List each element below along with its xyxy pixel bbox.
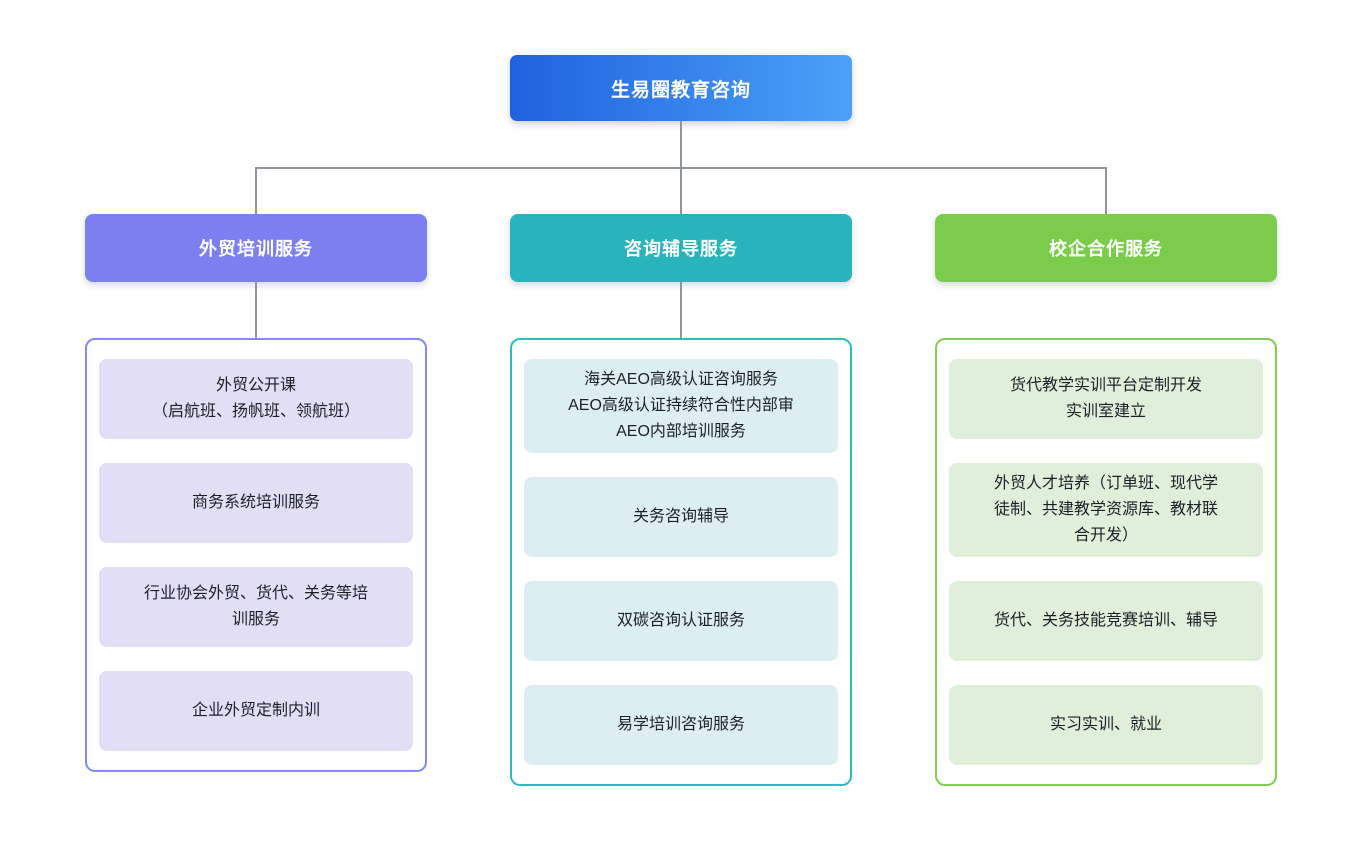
branch-item-2-0-line-0: 货代教学实训平台定制开发 bbox=[1009, 377, 1202, 394]
branch-item-2-1-line-0: 外贸人才培养（订单班、现代学 bbox=[993, 475, 1218, 492]
branch-item-1-1-line-0: 关务咨询辅导 bbox=[632, 508, 729, 525]
branch-header-1: 咨询辅导服务 bbox=[510, 214, 852, 282]
branch-item-2-0: 货代教学实训平台定制开发实训室建立 bbox=[949, 359, 1263, 439]
connector-branch-2-vertical bbox=[1105, 167, 1107, 214]
branch-header-1-label: 咨询辅导服务 bbox=[624, 239, 738, 259]
branch-container-0: 外贸公开课 （启航班、扬帆班、领航班） 商务系统培训服务行业协会外贸、货代、关务等培… bbox=[85, 338, 427, 772]
branch-item-2-2: 货代、关务技能竞赛培训、辅导 bbox=[949, 581, 1263, 661]
root-node-label: 生易圈教育咨询 bbox=[610, 79, 751, 101]
branch-item-0-3: 企业外贸定制内训 bbox=[99, 671, 413, 751]
root-node: 生易圈教育咨询 bbox=[510, 55, 852, 121]
branch-item-2-1: 外贸人才培养（订单班、现代学徒制、共建教学资源库、教材联合开发） bbox=[949, 463, 1263, 557]
branch-item-0-2-line-1: 训服务 bbox=[231, 611, 280, 628]
connector-branch-1-to-container bbox=[680, 282, 682, 338]
branch-item-1-2: 双碳咨询认证服务 bbox=[524, 581, 838, 661]
branch-item-2-0-line-1: 实训室建立 bbox=[1065, 403, 1146, 420]
branch-item-0-1: 商务系统培训服务 bbox=[99, 463, 413, 543]
branch-item-1-0-line-1: AEO高级认证持续符合性内部审 bbox=[568, 397, 794, 414]
branch-header-0: 外贸培训服务 bbox=[85, 214, 427, 282]
connector-branch-0-vertical bbox=[255, 167, 257, 214]
branch-header-2-label: 校企合作服务 bbox=[1049, 239, 1163, 259]
branch-container-1: 海关AEO高级认证咨询服务 AEO高级认证持续符合性内部审 AEO内部培训服务关务咨… bbox=[510, 338, 852, 786]
branch-item-0-0: 外贸公开课 （启航班、扬帆班、领航班） bbox=[99, 359, 413, 439]
branch-item-2-3-line-0: 实习实训、就业 bbox=[1049, 716, 1162, 733]
branch-item-1-1: 关务咨询辅导 bbox=[524, 477, 838, 557]
branch-item-1-2-line-0: 双碳咨询认证服务 bbox=[616, 612, 745, 629]
branch-item-1-0-line-2: AEO内部培训服务 bbox=[616, 423, 746, 440]
branch-item-0-0-line-1: （启航班、扬帆班、领航班） bbox=[151, 403, 360, 420]
branch-item-1-3-line-0: 易学培训咨询服务 bbox=[616, 716, 745, 733]
branch-item-0-1-line-0: 商务系统培训服务 bbox=[191, 494, 320, 511]
branch-header-2: 校企合作服务 bbox=[935, 214, 1277, 282]
branch-container-2: 货代教学实训平台定制开发实训室建立外贸人才培养（订单班、现代学徒制、共建教学资源… bbox=[935, 338, 1277, 786]
branch-item-0-2-line-0: 行业协会外贸、货代、关务等培 bbox=[143, 585, 368, 602]
branch-item-0-0-line-0: 外贸公开课 bbox=[215, 377, 296, 394]
connector-branch-0-to-container bbox=[255, 282, 257, 338]
connector-root-vertical bbox=[680, 121, 682, 168]
branch-item-0-3-line-0: 企业外贸定制内训 bbox=[191, 702, 320, 719]
branch-item-2-3: 实习实训、就业 bbox=[949, 685, 1263, 765]
branch-item-2-1-line-1: 徒制、共建教学资源库、教材联 bbox=[993, 501, 1218, 518]
branch-item-1-3: 易学培训咨询服务 bbox=[524, 685, 838, 765]
connector-branch-1-vertical bbox=[680, 167, 682, 214]
branch-item-1-0: 海关AEO高级认证咨询服务 AEO高级认证持续符合性内部审 AEO内部培训服务 bbox=[524, 359, 838, 453]
branch-header-0-label: 外贸培训服务 bbox=[199, 239, 313, 259]
branch-item-0-2: 行业协会外贸、货代、关务等培训服务 bbox=[99, 567, 413, 647]
branch-item-2-1-line-2: 合开发） bbox=[1073, 527, 1138, 544]
branch-item-1-0-line-0: 海关AEO高级认证咨询服务 bbox=[584, 371, 778, 388]
branch-item-2-2-line-0: 货代、关务技能竞赛培训、辅导 bbox=[993, 612, 1218, 629]
